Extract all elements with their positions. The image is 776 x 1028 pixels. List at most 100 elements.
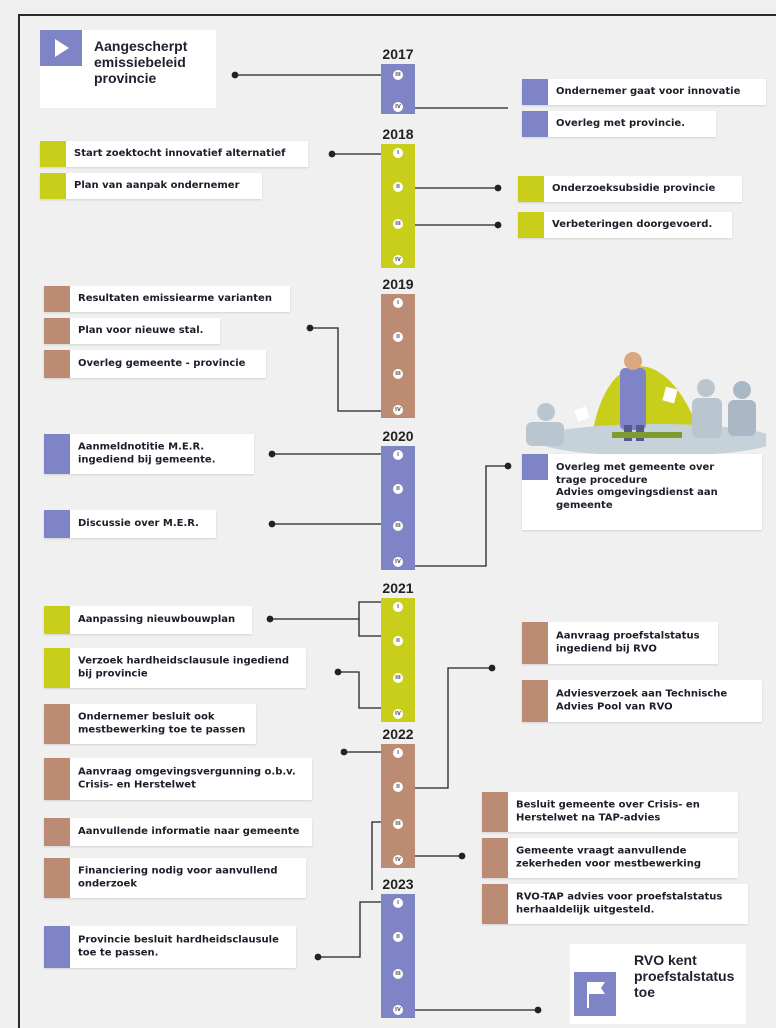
event-text: Aanpassing nieuwbouwplan [78,613,236,625]
event-color-square [44,858,70,898]
event-card: RVO-TAP advies voor proefstalstatus herh… [482,884,748,924]
event-text: Overleg gemeente - provincie [78,357,246,369]
event-color-square [522,622,548,664]
event-card: Ondernemer besluit ook mestbewerking toe… [44,704,256,744]
quarter-marker: III [393,969,403,979]
event-card: Financiering nodig voor aanvullend onder… [44,858,306,898]
event-card: Discussie over M.E.R. [44,510,216,538]
event-card: Gemeente vraagt aanvullende zekerheden v… [482,838,738,878]
start-card: Aangescherpt emissiebeleid provincie [40,30,216,108]
event-text: Aanvraag proefstalstatus ingediend bij R… [556,630,700,655]
event-card: Plan voor nieuwe stal. [44,318,220,344]
event-card: Verbeteringen doorgevoerd. [518,212,732,238]
year-bar-2023: I II III IV [381,894,415,1018]
event-text: Ondernemer gaat voor innovatie [556,85,741,97]
event-card: Aanpassing nieuwbouwplan [44,606,252,634]
year-label-2023: 2023 [382,876,414,892]
event-card: Overleg met gemeente over trage procedur… [522,454,762,530]
event-color-square [44,350,70,378]
event-card: Aanvullende informatie naar gemeente [44,818,312,846]
year-bar-2022: I II III IV [381,744,415,868]
event-text: Overleg met provincie. [556,117,686,129]
event-text: Plan voor nieuwe stal. [78,324,204,336]
event-card: Start zoektocht innovatief alternatief [40,141,308,167]
meeting-people-illustration [526,352,766,456]
year-bar-2018: I II III IV [381,144,415,268]
event-text: Aanvullende informatie naar gemeente [78,825,300,837]
event-color-square [522,79,548,105]
event-color-square [44,758,70,800]
quarter-marker: I [393,298,403,308]
play-icon [40,30,82,66]
play-icon-glyph [55,39,69,57]
quarter-marker: I [393,450,403,460]
event-text: Plan van aanpak ondernemer [74,179,240,191]
event-text: Ondernemer besluit ook mestbewerking toe… [78,711,246,736]
quarter-marker: I [393,898,403,908]
quarter-marker: IV [393,405,403,415]
event-card: Provincie besluit hardheidsclausule toe … [44,926,296,968]
event-color-square [44,318,70,344]
year-bar-2019: I II III IV [381,294,415,418]
quarter-marker: IV [393,255,403,265]
quarter-marker: IV [393,855,403,865]
quarter-marker: III [393,521,403,531]
event-card: Aanmeldnotitie M.E.R. ingediend bij geme… [44,434,254,474]
event-color-square [44,926,70,968]
quarter-marker: II [393,782,403,792]
event-text: Adviesverzoek aan Technische Advies Pool… [556,688,728,713]
event-color-square [482,884,508,924]
event-text: Aanvraag omgevingsvergunning o.b.v. Cris… [78,766,296,791]
year-label-2022: 2022 [382,726,414,742]
quarter-marker: II [393,484,403,494]
event-text: Verbeteringen doorgevoerd. [552,218,713,230]
quarter-marker: IV [393,709,403,719]
quarter-marker: III [393,369,403,379]
event-text: Aanmeldnotitie M.E.R. ingediend bij geme… [78,441,216,466]
quarter-marker: II [393,332,403,342]
event-text: Gemeente vraagt aanvullende zekerheden v… [516,845,701,870]
event-card: Plan van aanpak ondernemer [40,173,262,199]
event-card: Onderzoeksubsidie provincie [518,176,742,202]
flag-icon [574,972,616,1016]
event-color-square [40,173,66,199]
year-bar-2020: I II III IV [381,446,415,570]
event-card: Besluit gemeente over Crisis- en Herstel… [482,792,738,832]
event-text: Discussie over M.E.R. [78,517,199,529]
quarter-marker: IV [393,102,403,112]
event-card: Overleg gemeente - provincie [44,350,266,378]
event-color-square [44,606,70,634]
event-color-square [44,434,70,474]
start-text: Aangescherpt emissiebeleid provincie [94,38,188,86]
quarter-marker: II [393,182,403,192]
event-color-square [44,818,70,846]
event-card: Overleg met provincie. [522,111,716,137]
event-text: Start zoektocht innovatief alternatief [74,147,286,159]
year-label-2019: 2019 [382,276,414,292]
event-color-square [44,704,70,744]
event-text: Onderzoeksubsidie provincie [552,182,716,194]
event-card: Ondernemer gaat voor innovatie [522,79,766,105]
quarter-marker: I [393,602,403,612]
event-card: Adviesverzoek aan Technische Advies Pool… [522,680,762,722]
event-color-square [482,792,508,832]
year-bar-2021: I II III IV [381,598,415,722]
event-color-square [522,111,548,137]
event-text: Resultaten emissiearme varianten [78,292,272,304]
end-card: RVO kent proefstalstatus toe [570,944,746,1024]
quarter-marker: III [393,219,403,229]
year-label-2018: 2018 [382,126,414,142]
quarter-marker: II [393,932,403,942]
event-text: RVO-TAP advies voor proefstalstatus herh… [516,891,723,916]
quarter-marker: I [393,748,403,758]
quarter-marker: I [393,148,403,158]
event-text: Verzoek hardheidsclausule ingediend bij … [78,655,290,680]
end-text: RVO kent proefstalstatus toe [634,952,735,1000]
year-label-2021: 2021 [382,580,414,596]
event-color-square [522,454,548,480]
event-color-square [518,212,544,238]
event-card: Aanvraag proefstalstatus ingediend bij R… [522,622,718,664]
event-color-square [44,510,70,538]
event-color-square [40,141,66,167]
